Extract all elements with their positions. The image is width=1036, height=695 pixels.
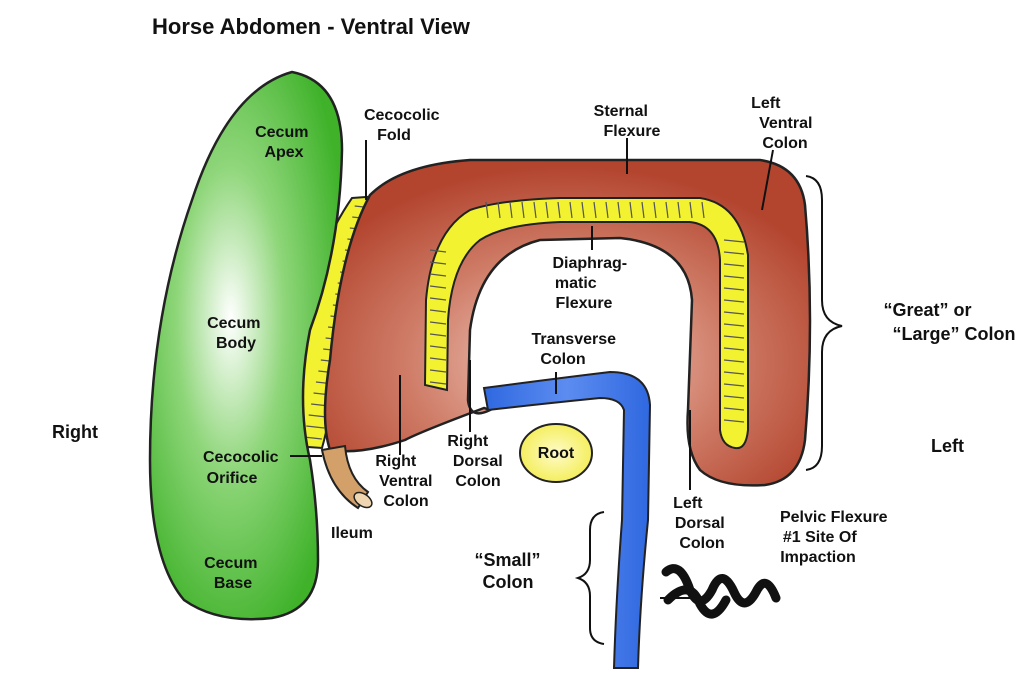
- cecocolic-orifice-label: Cecocolic Orifice: [203, 449, 283, 487]
- left-ventral-colon-label: Left Ventral Colon: [751, 95, 817, 152]
- fold-tick: [557, 201, 561, 219]
- fold-tick: [723, 383, 745, 387]
- fold-tick: [723, 347, 745, 351]
- fold-tick: [429, 285, 447, 289]
- right-orientation-label: Right: [52, 422, 98, 442]
- fold-tick: [723, 359, 745, 363]
- right-dorsal-colon-label: Right Dorsal Colon: [447, 433, 507, 490]
- fold-tick: [723, 287, 745, 291]
- fold-tick: [429, 261, 447, 265]
- fold-tick: [533, 201, 537, 219]
- fold-tick: [617, 201, 621, 219]
- fold-tick: [723, 275, 745, 279]
- ileum-end: [353, 491, 373, 509]
- colon-fold-shape: [423, 197, 749, 450]
- cecocolic-fold-label: Cecocolic Fold: [364, 107, 444, 144]
- cecum-base-label: Cecum Base: [204, 555, 262, 592]
- fold-tick: [569, 201, 573, 219]
- pelvic-flexure-label: Pelvic Flexure #1 Site Of Impaction: [780, 509, 892, 566]
- fold-tick: [653, 201, 657, 219]
- fold-tick: [723, 335, 745, 339]
- fold-tick: [429, 345, 447, 349]
- fold-tick: [545, 201, 549, 219]
- transverse-colon-label: Transverse Colon: [532, 331, 621, 368]
- colon-fold-ticks: [429, 201, 745, 423]
- fold-tick: [429, 321, 447, 325]
- fold-tick: [723, 239, 745, 243]
- cecum-shape: [148, 70, 344, 621]
- fold-tick: [665, 201, 669, 219]
- fold-tick: [485, 201, 489, 219]
- fold-tick: [581, 201, 585, 219]
- fold-tick: [308, 414, 327, 418]
- fold-tick: [497, 201, 501, 219]
- fold-tick: [689, 201, 693, 219]
- fold-tick: [723, 323, 745, 327]
- small-colon-shape: [482, 370, 652, 669]
- fold-tick: [429, 381, 447, 385]
- fold-tick: [605, 201, 609, 219]
- fold-tick: [429, 249, 447, 253]
- fold-tick: [723, 251, 745, 255]
- fold-tick: [429, 273, 447, 277]
- fold-tick: [429, 333, 447, 337]
- fold-tick: [629, 201, 633, 219]
- fold-tick: [429, 357, 447, 361]
- fold-tick: [429, 369, 447, 373]
- fold-tick: [723, 419, 745, 423]
- fold-tick: [521, 201, 525, 219]
- fold-tick: [701, 201, 705, 219]
- impaction-icon: [661, 564, 781, 619]
- fold-tick: [306, 425, 325, 429]
- sternal-flexure-label: Sternal Flexure: [594, 103, 661, 140]
- fold-tick: [723, 299, 745, 303]
- leader-lines: [290, 138, 774, 599]
- diaphragmatic-flexure-label: Diaphrag- matic Flexure: [552, 255, 631, 312]
- left-orientation-label: Left: [931, 436, 964, 456]
- fold-tick: [429, 297, 447, 301]
- left-dorsal-colon-label: Left Dorsal Colon: [673, 495, 729, 552]
- root-label: Root: [538, 445, 575, 462]
- great-colon-label: “Great” or “Large” Colon: [883, 300, 1015, 344]
- small-colon-label: “Small” Colon: [474, 550, 545, 592]
- fold-tick: [429, 309, 447, 313]
- fold-tick: [723, 371, 745, 375]
- fold-tick: [509, 201, 513, 219]
- root-shape: [519, 423, 593, 483]
- fold-tick: [677, 201, 681, 219]
- fold-tick: [593, 201, 597, 219]
- fold-tick: [723, 407, 745, 411]
- right-ventral-colon-label: Right Ventral Colon: [375, 453, 437, 510]
- fold-tick: [723, 263, 745, 267]
- great-colon-bracket: [805, 175, 843, 471]
- cecum-apex-label: Cecum Apex: [255, 124, 313, 161]
- diagram-title: Horse Abdomen - Ventral View: [152, 14, 471, 39]
- small-colon-bracket: [574, 511, 605, 645]
- fold-tick: [723, 311, 745, 315]
- ileum-label: Ileum: [331, 525, 373, 542]
- fold-tick: [723, 395, 745, 399]
- cecum-body-label: Cecum Body: [207, 315, 265, 352]
- fold-tick: [641, 201, 645, 219]
